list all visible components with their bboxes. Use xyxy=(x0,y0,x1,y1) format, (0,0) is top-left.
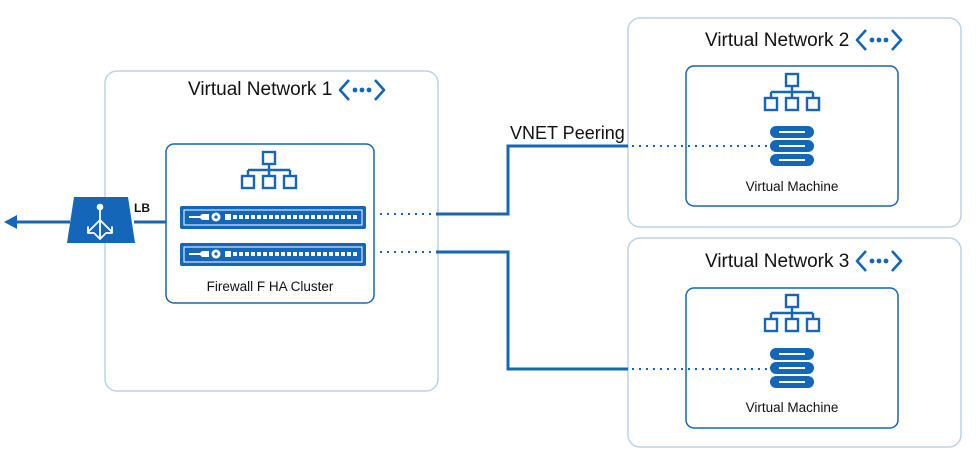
vnet3-title: Virtual Network 3 xyxy=(705,251,849,272)
lb-label: LB xyxy=(134,201,150,215)
peering-link-vnet3 xyxy=(436,250,628,371)
firewall-appliance-2-icon xyxy=(179,242,367,267)
vm2-label: Virtual Machine xyxy=(746,179,839,194)
vm2-server-stack-icon xyxy=(769,125,815,167)
firewall-cluster-label: Firewall F HA Cluster xyxy=(207,279,334,294)
firewall-appliance-1-icon xyxy=(179,205,367,230)
vm3-server-stack-icon xyxy=(769,347,815,389)
peering-link-vnet2 xyxy=(436,144,628,216)
vnet-peering-label: VNET Peering xyxy=(510,123,625,143)
vnet2-title: Virtual Network 2 xyxy=(705,30,849,51)
vnet1-title: Virtual Network 1 xyxy=(188,79,332,100)
load-balancer-arrows-icon xyxy=(87,203,113,240)
vm3-label: Virtual Machine xyxy=(746,400,839,415)
outbound-arrow-head-icon xyxy=(4,215,17,229)
